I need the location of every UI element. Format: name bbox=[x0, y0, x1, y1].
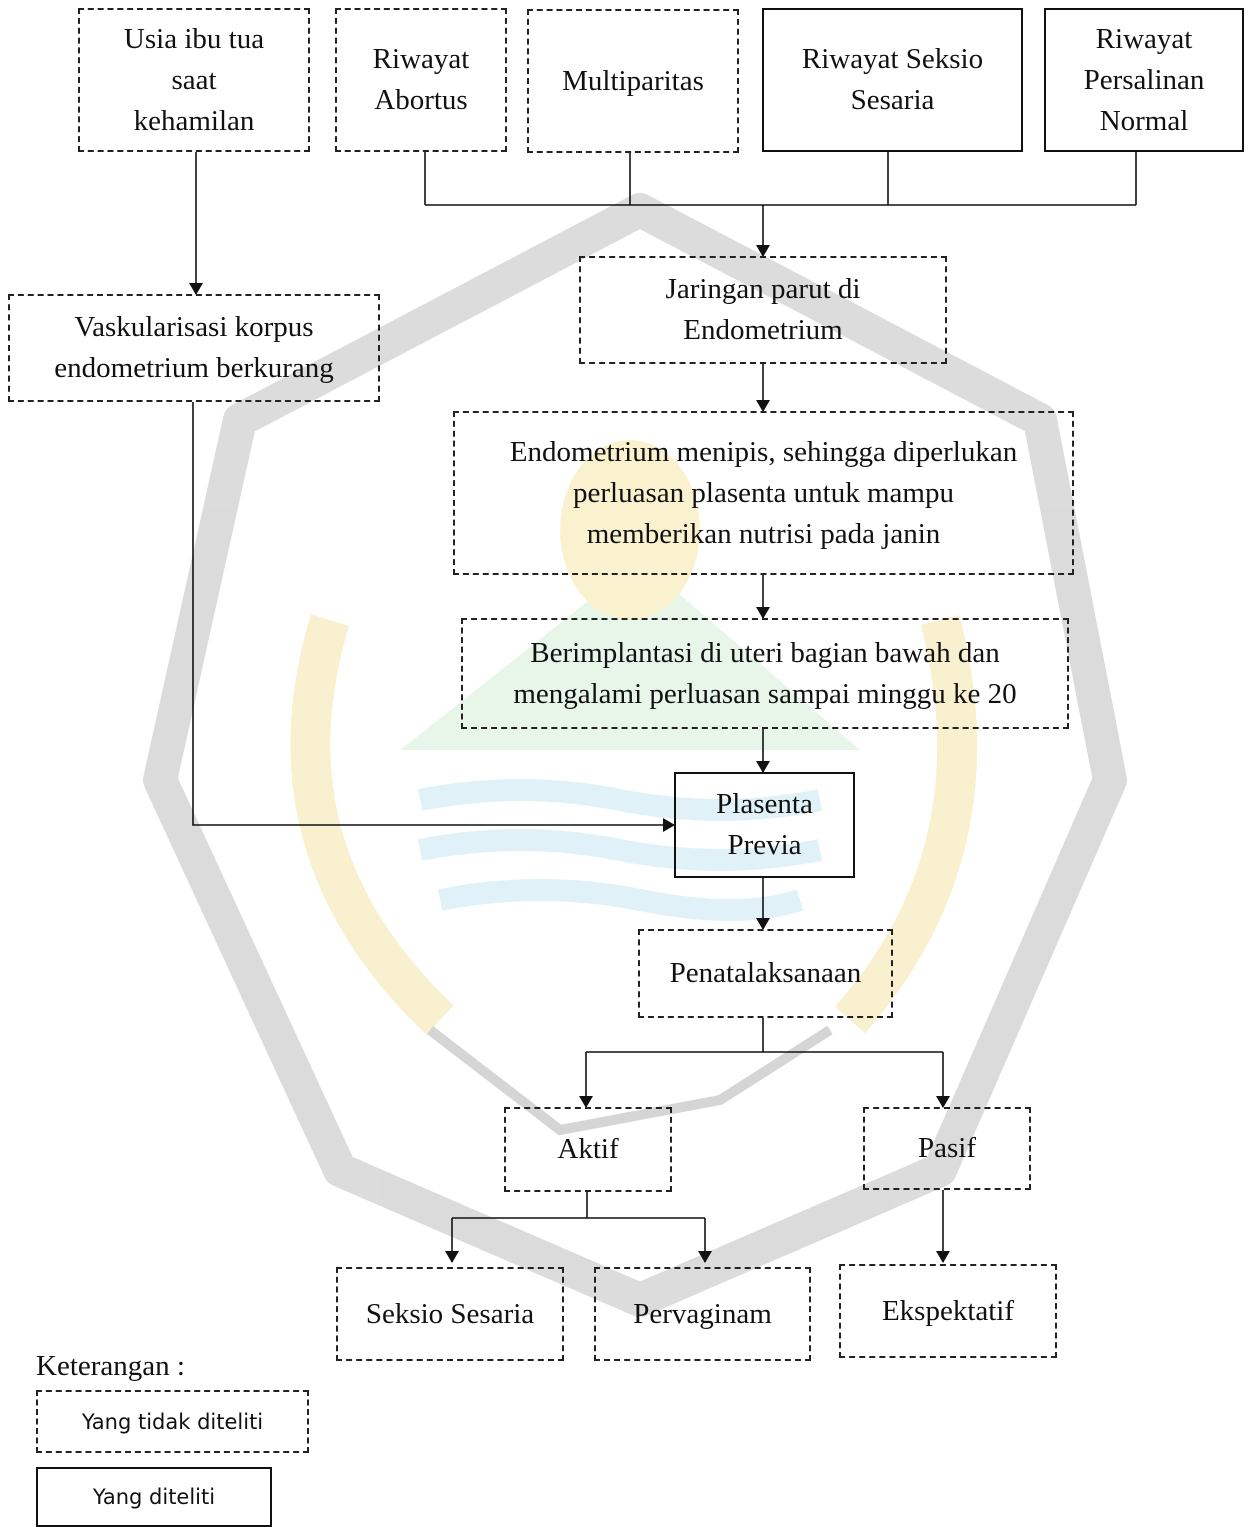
node-multiparitas: Multiparitas bbox=[527, 9, 739, 153]
node-berimplantasi: Berimplantasi di uteri bagian bawah dan … bbox=[461, 618, 1069, 729]
node-jaringan-parut: Jaringan parut di Endometrium bbox=[579, 256, 947, 364]
node-label: Penatalaksanaan bbox=[669, 957, 862, 989]
node-usia-ibu-tua: Usia ibu tua saat kehamilan bbox=[78, 8, 310, 152]
node-pasif: Pasif bbox=[863, 1107, 1031, 1190]
node-label: Seksio Sesaria bbox=[365, 1297, 535, 1330]
node-penatalaksanaan: Penatalaksanaan bbox=[638, 929, 893, 1018]
node-label: Vaskularisasi korpus endometrium berkura… bbox=[54, 311, 334, 384]
node-riwayat-abortus: Riwayat Abortus bbox=[335, 8, 507, 152]
node-label: Berimplantasi di uteri bagian bawah dan … bbox=[513, 636, 1017, 710]
node-label: Multiparitas bbox=[562, 64, 704, 97]
node-label: Plasenta Previa bbox=[716, 788, 813, 861]
legend-title: Keterangan : bbox=[36, 1350, 185, 1382]
node-riwayat-persalinan-normal: Riwayat Persalinan Normal bbox=[1044, 8, 1244, 152]
node-vaskularisasi: Vaskularisasi korpus endometrium berkura… bbox=[8, 294, 380, 402]
legend-not-studied-label: Yang tidak diteliti bbox=[81, 1409, 264, 1434]
node-aktif: Aktif bbox=[504, 1107, 672, 1192]
node-plasenta-previa: Plasenta Previa bbox=[674, 772, 855, 878]
node-label: Endometrium menipis, sehingga diperlukan… bbox=[509, 435, 1018, 550]
node-label: Jaringan parut di Endometrium bbox=[665, 273, 861, 346]
legend-studied-label: Yang diteliti bbox=[92, 1485, 216, 1509]
node-label: Pervaginam bbox=[633, 1297, 772, 1330]
node-label: Riwayat Seksio Sesaria bbox=[801, 43, 984, 116]
node-riwayat-seksio-sesaria: Riwayat Seksio Sesaria bbox=[762, 8, 1023, 152]
node-label: Aktif bbox=[557, 1133, 619, 1165]
node-label: Pasif bbox=[918, 1132, 976, 1164]
arrow-vaskularisasi-to-plasenta bbox=[192, 402, 675, 832]
node-label: Ekspektatif bbox=[881, 1294, 1015, 1327]
node-ekspektatif: Ekspektatif bbox=[839, 1264, 1057, 1358]
node-pervaginam: Pervaginam bbox=[594, 1267, 811, 1361]
node-endometrium-menipis: Endometrium menipis, sehingga diperlukan… bbox=[453, 411, 1074, 575]
node-seksio-sesaria: Seksio Sesaria bbox=[336, 1267, 564, 1361]
node-label: Riwayat Abortus bbox=[372, 43, 470, 116]
node-label: Usia ibu tua saat kehamilan bbox=[123, 22, 265, 137]
legend-not-studied: Yang tidak diteliti bbox=[36, 1390, 309, 1453]
node-label: Riwayat Persalinan Normal bbox=[1083, 22, 1205, 137]
legend-studied: Yang diteliti bbox=[36, 1467, 272, 1527]
